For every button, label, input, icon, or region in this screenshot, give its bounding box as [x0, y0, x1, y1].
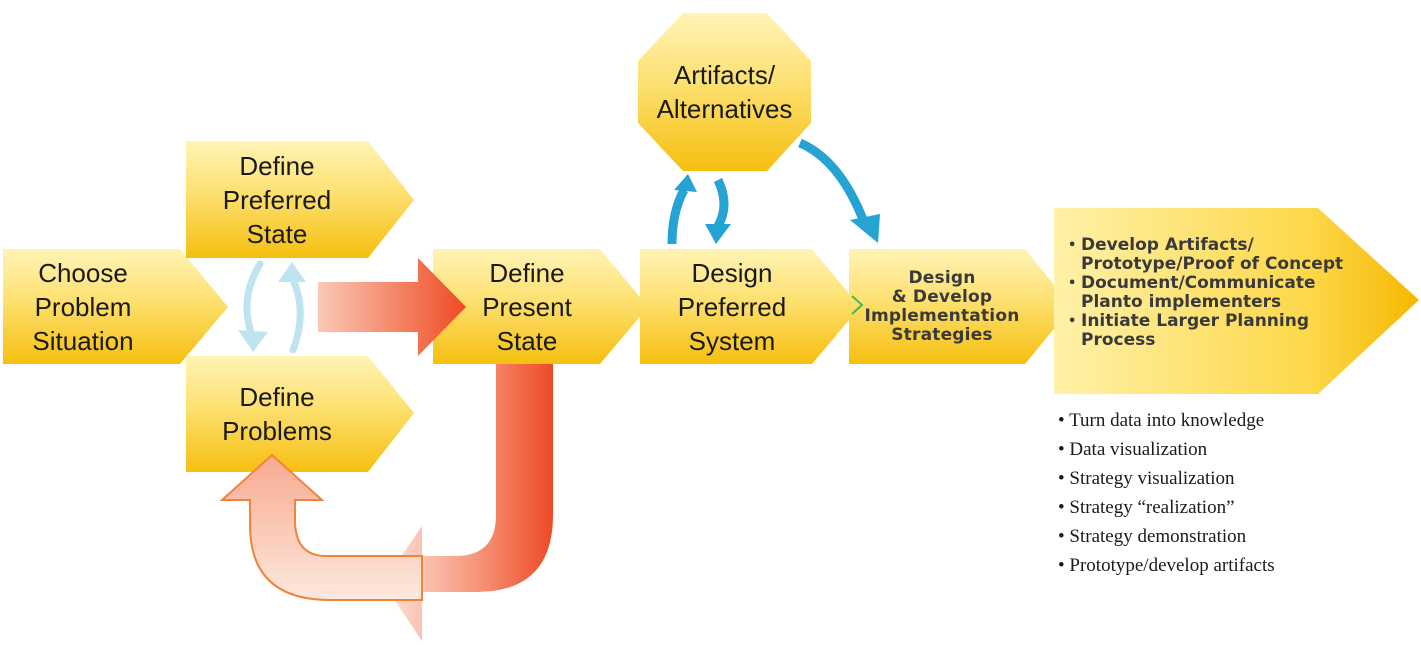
note-item: Strategy “realization” — [1058, 493, 1378, 522]
outcome-item: Document/Communicate Planto implementers — [1068, 274, 1368, 312]
define-preferred-box — [186, 141, 414, 258]
define-present-label: Define Present State — [482, 257, 572, 356]
define-preferred-label: Define Preferred State — [222, 150, 332, 249]
note-item: Prototype/develop artifacts — [1058, 551, 1378, 580]
outcome-text: Develop Artifacts/ Prototype/Proof of Co… — [1081, 235, 1344, 274]
cycle-arrow-up — [288, 274, 304, 354]
outcome-text: Document/Communicate Planto implementers — [1081, 273, 1316, 312]
connector-tick — [851, 295, 864, 315]
outcomes-list: Develop Artifacts/ Prototype/Proof of Co… — [1068, 236, 1368, 350]
red-u-arrow — [383, 364, 553, 641]
design-preferred-label: Design Preferred System — [677, 257, 787, 356]
cycle-arrow-down — [243, 260, 264, 342]
blue-arrow-down-head — [705, 224, 731, 244]
choose-problem-box — [3, 249, 228, 364]
define-problems-label: Define Problems — [222, 382, 332, 446]
blue-arrow-up-head — [674, 174, 697, 192]
notes-list: Turn data into knowledge Data visualizat… — [1058, 406, 1378, 580]
choose-problem-label: Choose Problem Situation — [32, 257, 134, 356]
red-arrow-to-present — [318, 258, 466, 356]
cycle-arrow-up-head — [278, 262, 306, 282]
cycle-arrow-down-head — [238, 330, 268, 352]
blue-arrow-to-strategies — [798, 138, 869, 224]
artifacts-octagon — [638, 13, 811, 171]
design-preferred-box — [640, 249, 860, 364]
outcome-item: Develop Artifacts/ Prototype/Proof of Co… — [1068, 236, 1368, 274]
note-item: Data visualization — [1058, 435, 1378, 464]
artifacts-label: Artifacts/ Alternatives — [656, 60, 793, 124]
outcome-text: Initiate Larger Planning Process — [1081, 311, 1310, 350]
note-item: Strategy visualization — [1058, 464, 1378, 493]
define-problems-box — [186, 356, 414, 472]
note-item: Turn data into knowledge — [1058, 406, 1378, 435]
note-item: Strategy demonstration — [1058, 522, 1378, 551]
outcome-item: Initiate Larger Planning Process — [1068, 312, 1368, 350]
design-develop-box — [849, 249, 1072, 364]
design-develop-label: Design & Develop Implementation Strategi… — [864, 267, 1020, 345]
blue-arrow-down — [713, 178, 729, 229]
define-present-box — [433, 249, 648, 364]
red-u-arrow-return — [219, 453, 423, 601]
blue-arrow-up — [667, 187, 689, 245]
blue-arrow-to-strategies-head — [850, 214, 880, 243]
